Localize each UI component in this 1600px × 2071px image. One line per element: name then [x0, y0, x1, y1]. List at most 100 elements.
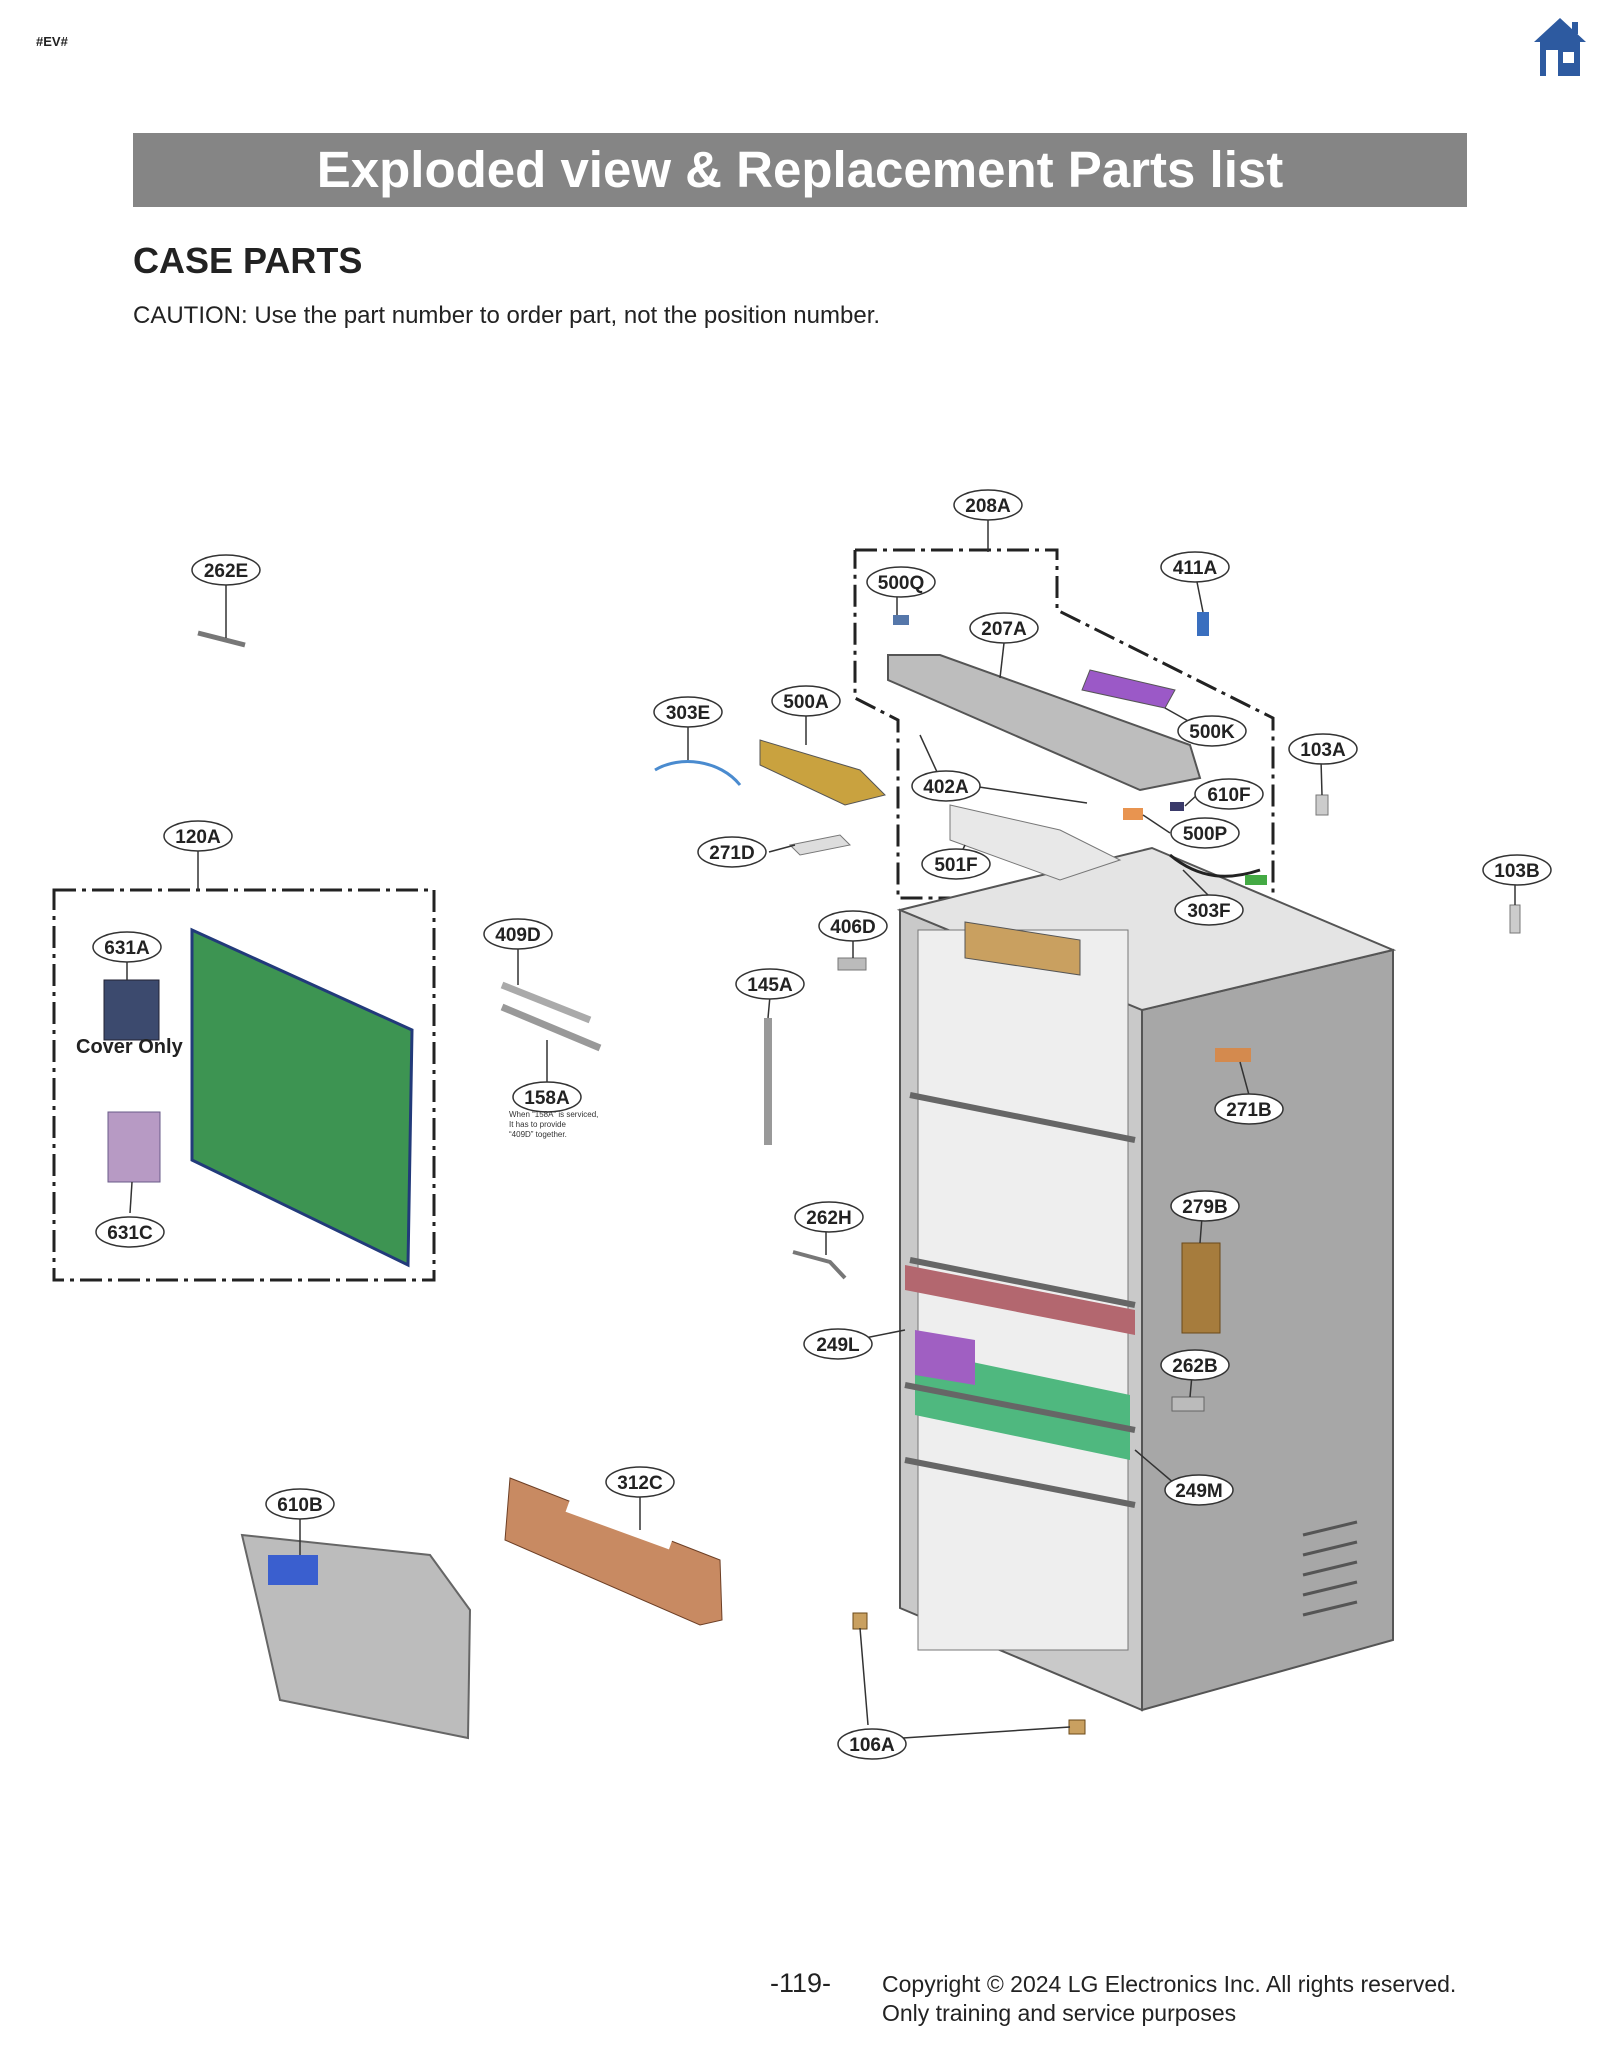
part-106a-foot-1: [852, 1612, 868, 1630]
callout-500k: 500K: [1177, 715, 1247, 747]
callout-249l: 249L: [803, 1328, 873, 1360]
group-box-120a: [52, 888, 436, 1282]
callout-208a: 208A: [953, 489, 1023, 521]
svg-text:262H: 262H: [806, 1208, 851, 1229]
callout-262e: 262E: [191, 554, 261, 586]
callout-500p: 500P: [1170, 817, 1240, 849]
callout-411a: 411A: [1160, 551, 1230, 583]
callout-279b: 279B: [1170, 1190, 1240, 1222]
svg-text:610F: 610F: [1207, 785, 1250, 806]
part-500k-board: [1081, 669, 1176, 709]
part-610f: [1170, 802, 1184, 811]
callout-312c: 312C: [605, 1466, 675, 1498]
svg-text:303E: 303E: [666, 703, 710, 724]
callout-501f: 501F: [921, 848, 991, 880]
copyright-line-1: Copyright © 2024 LG Electronics Inc. All…: [882, 1971, 1457, 1997]
part-120a-panel: [190, 927, 414, 1268]
svg-text:106A: 106A: [849, 1735, 895, 1756]
callout-610f: 610F: [1194, 778, 1264, 810]
caution-text: CAUTION: Use the part number to order pa…: [133, 302, 881, 329]
part-103b: [1509, 904, 1521, 934]
callout-271b: 271B: [1214, 1093, 1284, 1125]
service-note: When “158A” is serviced, It has to provi…: [509, 1110, 599, 1139]
page-banner: Exploded view & Replacement Parts list: [133, 133, 1467, 207]
callout-120a: 120A: [163, 820, 233, 852]
svg-text:406D: 406D: [830, 917, 875, 938]
part-501f-bracket: [949, 804, 1122, 881]
copyright: Copyright © 2024 LG Electronics Inc. All…: [882, 1970, 1456, 2028]
part-411a: [1197, 612, 1209, 636]
callout-106a: 106A: [837, 1728, 907, 1760]
svg-text:262E: 262E: [204, 561, 248, 582]
svg-text:500K: 500K: [1189, 722, 1235, 743]
part-409d: [500, 981, 592, 1024]
callout-207a: 207A: [969, 612, 1039, 644]
home-icon[interactable]: [1532, 16, 1588, 80]
svg-text:610B: 610B: [277, 1495, 322, 1516]
svg-text:631C: 631C: [107, 1223, 153, 1244]
svg-text:103B: 103B: [1494, 861, 1539, 882]
callout-500q: 500Q: [866, 566, 936, 598]
part-303f-connector: [1245, 875, 1267, 885]
part-500p: [1123, 808, 1143, 820]
callout-303f: 303F: [1174, 894, 1244, 926]
part-500a-board: [759, 739, 886, 806]
part-500q: [893, 615, 909, 625]
part-610b-motor: [268, 1555, 318, 1585]
page-tag: #EV#: [36, 34, 68, 49]
svg-text:500Q: 500Q: [878, 573, 924, 594]
part-262b: [1171, 1396, 1205, 1412]
part-158a: [500, 1003, 602, 1052]
svg-text:402A: 402A: [923, 777, 969, 798]
svg-text:145A: 145A: [747, 975, 793, 996]
callout-271d: 271D: [697, 836, 767, 868]
svg-text:312C: 312C: [617, 1473, 663, 1494]
part-631c-filter: [107, 1111, 161, 1183]
part-262e: [197, 630, 246, 648]
part-262h: [792, 1250, 847, 1280]
svg-text:158A: 158A: [524, 1088, 570, 1109]
callout-249m: 249M: [1164, 1474, 1234, 1506]
copyright-line-2: Only training and service purposes: [882, 2000, 1237, 2026]
svg-text:279B: 279B: [1182, 1197, 1227, 1218]
callout-158a: 158A: [512, 1081, 582, 1113]
callout-103a: 103A: [1288, 733, 1358, 765]
part-207a-cover: [887, 654, 1202, 792]
svg-text:500P: 500P: [1183, 824, 1228, 845]
svg-text:271D: 271D: [709, 843, 754, 864]
callout-262h: 262H: [794, 1201, 864, 1233]
cabinet-body: [896, 846, 1397, 1712]
svg-text:271B: 271B: [1226, 1100, 1271, 1121]
callout-631a: 631A: [92, 931, 162, 963]
callout-402a: 402A: [911, 770, 981, 802]
svg-text:249L: 249L: [816, 1335, 860, 1356]
svg-text:262B: 262B: [1172, 1356, 1217, 1377]
part-406d: [837, 957, 867, 971]
callout-409d: 409D: [483, 918, 553, 950]
svg-text:103A: 103A: [1300, 740, 1346, 761]
part-271b: [1215, 1048, 1251, 1062]
svg-text:631A: 631A: [104, 938, 150, 959]
svg-text:120A: 120A: [175, 827, 221, 848]
part-103a: [1315, 794, 1329, 816]
section-title: CASE PARTS: [133, 240, 363, 281]
svg-text:303F: 303F: [1187, 901, 1230, 922]
svg-text:249M: 249M: [1175, 1481, 1223, 1502]
part-610b-assembly: [240, 1533, 472, 1740]
svg-text:501F: 501F: [934, 855, 977, 876]
callout-631c: 631C: [95, 1216, 165, 1248]
page-number: -119-: [770, 1968, 832, 1998]
svg-text:500A: 500A: [783, 692, 829, 713]
callout-303e: 303E: [653, 696, 723, 728]
part-312c-duct: [504, 1477, 723, 1626]
callout-103b: 103B: [1482, 854, 1552, 886]
svg-text:208A: 208A: [965, 496, 1011, 517]
part-312c-slot: [565, 1496, 675, 1550]
part-106a-foot-2: [1068, 1719, 1086, 1735]
part-279b: [1181, 1242, 1221, 1334]
callout-610b: 610B: [265, 1488, 335, 1520]
callout-500a: 500A: [771, 685, 841, 717]
svg-text:411A: 411A: [1173, 558, 1218, 579]
callout-406d: 406D: [818, 910, 888, 942]
